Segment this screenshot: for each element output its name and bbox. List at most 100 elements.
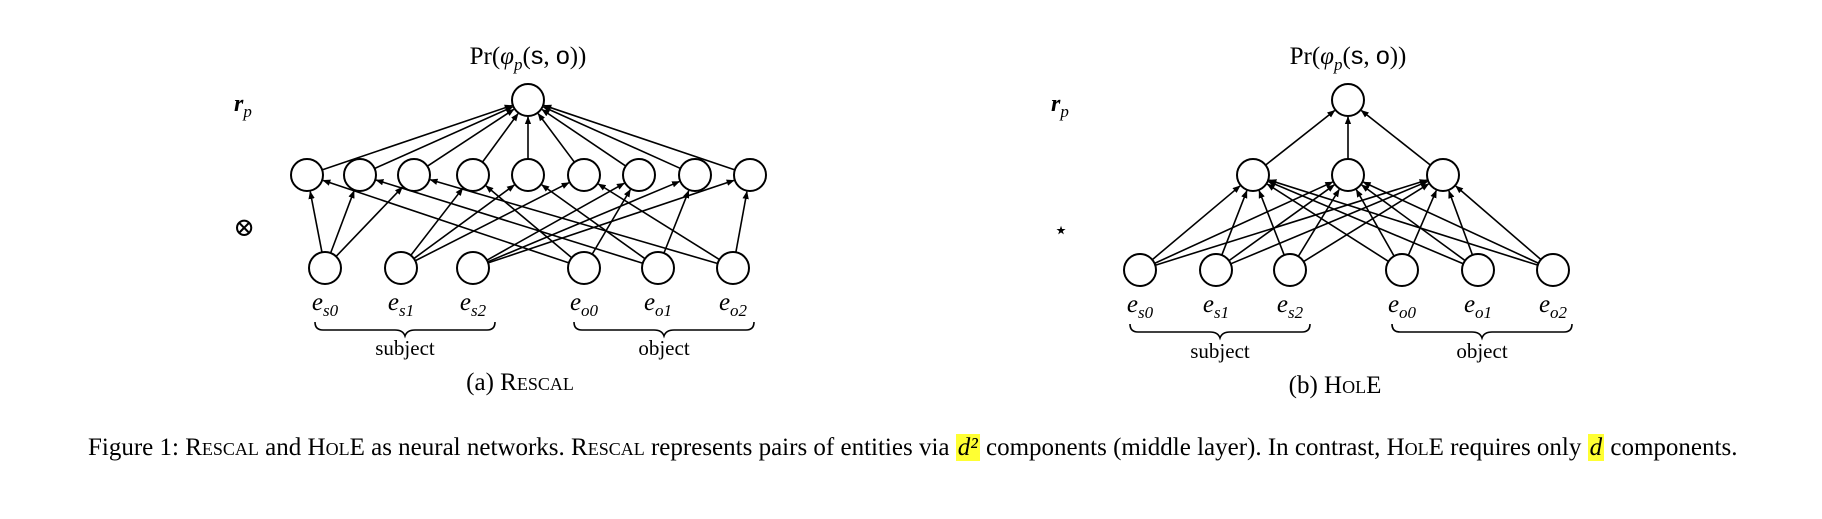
node-es1-rescal: [384, 251, 418, 285]
edge-object-hidden-rescal: [429, 178, 718, 265]
edge-subject-hidden-hole: [1154, 181, 1334, 265]
subcaption-rescal: (a) Rescal: [466, 369, 574, 396]
brace-label-object-hole: object: [1456, 339, 1507, 363]
diagram-hole: Pr(φp(s, o)) rp ⋆ es0 es1 es2 eo0 eo1 eo…: [1051, 42, 1573, 399]
node-hidden-hole-0: [1236, 158, 1270, 192]
node-hidden-hole-1: [1331, 158, 1365, 192]
edge-hidden-output-rescal: [537, 112, 576, 163]
figure: Pr(φp(s, o)) rp ⊗ es0 es1 es2 eo0 eo1 eo…: [233, 42, 1573, 399]
edge-subject-hidden-hole: [1258, 190, 1285, 256]
subcaption-hole: (b) HolE: [1289, 372, 1382, 399]
edge-hidden-output-rescal: [541, 108, 627, 167]
edge-subject-hidden-rescal: [335, 186, 403, 257]
label-eo1-rescal: eo1: [644, 289, 672, 320]
caption-hole: HolE: [307, 434, 365, 461]
edge-hidden-output-rescal: [481, 113, 519, 163]
brace-subject-rescal: [314, 321, 496, 339]
node-es2-rescal: [456, 251, 490, 285]
input-layer-rescal: [308, 251, 750, 285]
node-hidden-rescal-2: [397, 158, 431, 192]
entity-labels-rescal: es0 es1 es2 eo0 eo1 eo2: [312, 289, 748, 320]
edge-object-hidden-rescal: [322, 179, 570, 264]
edge-subject-hidden-hole: [1221, 190, 1248, 256]
edge-hidden-output-hole: [1360, 109, 1431, 166]
edge-hidden-output-rescal: [321, 104, 513, 171]
label-es1-rescal: es1: [388, 289, 414, 320]
highlight-d: d: [1587, 434, 1605, 461]
node-output-hole: [1331, 83, 1365, 117]
edge-subject-hidden-rescal: [414, 181, 570, 262]
node-output-rescal: [511, 83, 545, 117]
node-hidden-rescal-7: [678, 158, 712, 192]
node-es2-hole: [1273, 253, 1307, 287]
caption-hole: HolE: [1386, 434, 1444, 461]
edge-object-hidden-rescal: [485, 185, 573, 259]
tensor-operator-label: ⊗: [233, 213, 255, 242]
node-hidden-rescal-5: [567, 158, 601, 192]
edge-hidden-output-rescal: [426, 108, 515, 167]
hidden-layer-rescal: [290, 158, 767, 192]
edge-subject-hidden-rescal: [410, 187, 464, 256]
node-eo1-rescal: [641, 251, 675, 285]
edge-subject-hidden-rescal: [308, 190, 323, 253]
edge-subject-hidden-rescal: [487, 179, 735, 264]
diagram-rescal: Pr(φp(s, o)) rp ⊗ es0 es1 es2 eo0 eo1 eo…: [233, 42, 767, 396]
correlation-operator-label: ⋆: [1053, 218, 1068, 244]
edge-subject-hidden-hole: [1303, 183, 1430, 263]
label-es0-hole: es0: [1127, 291, 1154, 322]
edges-hole: [1151, 109, 1542, 266]
label-es1-hole: es1: [1203, 291, 1229, 322]
node-hidden-hole-2: [1426, 158, 1460, 192]
node-hidden-rescal-6: [622, 158, 656, 192]
node-eo1-hole: [1461, 253, 1495, 287]
edge-subject-hidden-rescal: [413, 184, 515, 260]
brace-label-subject-rescal: subject: [375, 336, 435, 360]
edge-hidden-output-rescal: [374, 106, 514, 170]
edge-object-hidden-hole: [1407, 189, 1437, 256]
edge-object-hidden-hole: [1268, 179, 1538, 266]
brace-subject-hole: [1129, 323, 1311, 341]
node-eo0-rescal: [567, 251, 601, 285]
edge-subject-hidden-hole: [1297, 188, 1340, 257]
edge-object-hidden-hole: [1361, 184, 1466, 262]
edge-hidden-output-rescal: [542, 106, 681, 170]
node-hidden-rescal-8: [733, 158, 767, 192]
node-hidden-rescal-0: [290, 158, 324, 192]
edges-rescal: [308, 104, 749, 265]
label-eo1-hole: eo1: [1464, 291, 1492, 322]
brace-object-rescal: [573, 321, 755, 339]
edge-object-hidden-rescal: [375, 179, 643, 264]
node-hidden-rescal-3: [456, 158, 490, 192]
edge-object-hidden-rescal: [663, 190, 690, 254]
rp-label-hole: rp: [1051, 91, 1069, 121]
node-es1-hole: [1199, 253, 1233, 287]
edge-object-hidden-rescal: [597, 183, 720, 261]
edge-hidden-output-rescal: [543, 104, 736, 171]
highlight-d-squared: d²: [955, 434, 980, 461]
node-es0-hole: [1123, 253, 1157, 287]
edge-object-hidden-hole: [1455, 185, 1542, 261]
node-hidden-rescal-1: [343, 158, 377, 192]
edge-subject-hidden-rescal: [486, 182, 625, 261]
output-label-hole: Pr(φp(s, o)): [1290, 42, 1407, 74]
edge-subject-hidden-hole: [1228, 184, 1335, 262]
rp-label-rescal: rp: [234, 91, 252, 121]
edge-subject-hidden-hole: [1155, 179, 1428, 266]
brace-label-subject-hole: subject: [1190, 339, 1250, 363]
node-hidden-rescal-4: [511, 158, 545, 192]
node-es0-rescal: [308, 251, 342, 285]
entity-labels-hole: es0 es1 es2 eo0 eo1 eo2: [1127, 291, 1568, 322]
node-eo2-rescal: [716, 251, 750, 285]
edge-object-hidden-hole: [1448, 190, 1474, 256]
node-eo0-hole: [1385, 253, 1419, 287]
label-eo0-rescal: eo0: [570, 289, 599, 320]
edge-subject-hidden-hole: [1230, 180, 1429, 265]
label-eo2-rescal: eo2: [719, 289, 748, 320]
label-eo0-hole: eo0: [1388, 291, 1417, 322]
edge-object-hidden-rescal: [541, 184, 646, 260]
brace-object-hole: [1391, 323, 1573, 341]
node-eo2-hole: [1536, 253, 1570, 287]
caption-rescal: Rescal: [185, 434, 259, 461]
edge-subject-hidden-rescal: [329, 190, 355, 254]
caption-rescal: Rescal: [571, 434, 645, 461]
